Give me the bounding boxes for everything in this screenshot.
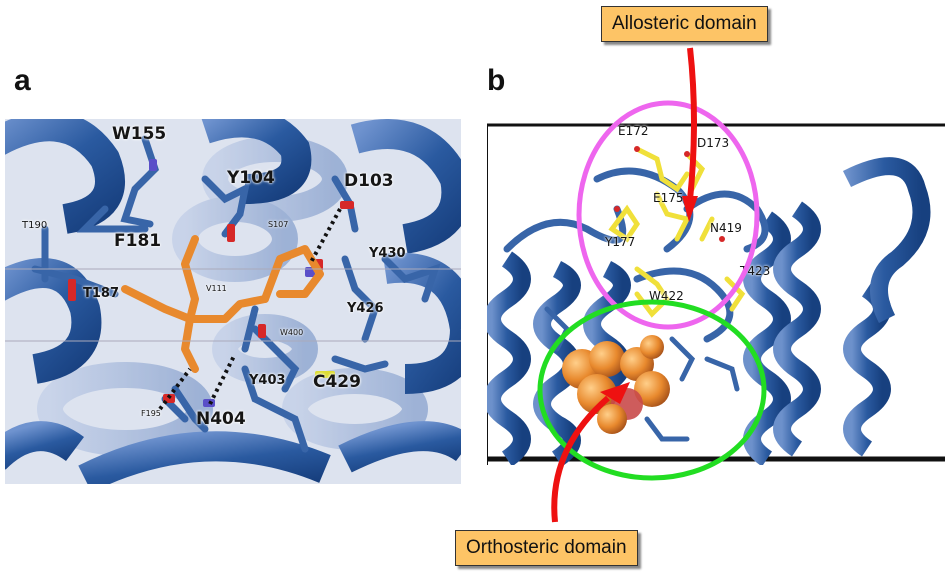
label-y177: Y177	[605, 235, 636, 249]
ligand	[121, 235, 324, 373]
sulfur-atom	[315, 371, 335, 378]
orthosteric-arrow-shaft	[551, 395, 610, 523]
allosteric-arrow-shaft	[687, 47, 697, 201]
helices-right	[743, 157, 931, 465]
label-d173: D173	[697, 136, 730, 150]
label-y426: Y426	[347, 301, 384, 316]
label-t187: T187	[83, 286, 120, 301]
label-f181: F181	[114, 231, 162, 251]
foreground-helices	[5, 119, 461, 484]
label-w400: W400	[280, 328, 304, 337]
label-v111: V111	[206, 284, 227, 293]
hydrogen-bonds	[158, 208, 342, 411]
label-y104: Y104	[227, 168, 275, 188]
allosteric-ring	[576, 100, 760, 330]
label-t190: T190	[22, 220, 48, 231]
orthosteric-domain-callout: Orthosteric domain	[455, 530, 638, 566]
label-c429: C429	[313, 372, 361, 392]
label-e175: E175	[653, 191, 684, 205]
orthosteric-arrow-head	[600, 382, 630, 404]
allosteric-oxygens	[614, 146, 725, 242]
label-y430: Y430	[369, 246, 406, 261]
side-chain-sticks	[31, 135, 441, 453]
label-e172: E172	[618, 124, 649, 138]
panel-a-structure	[5, 119, 461, 484]
orthosteric-ligand-spheres	[562, 335, 670, 434]
panel-a-binding-site: W155 Y104 D103 S107 T190 F181 Y430 T187 …	[5, 119, 461, 484]
label-n404: N404	[196, 409, 246, 429]
label-d103: D103	[344, 171, 394, 191]
panel-b-letter: b	[487, 64, 506, 97]
allosteric-domain-callout: Allosteric domain	[601, 6, 768, 42]
label-y403: Y403	[249, 373, 286, 388]
label-w422: W422	[649, 289, 684, 303]
label-n419: N419	[710, 221, 742, 235]
artifact-lines	[5, 268, 461, 342]
label-w155: W155	[112, 124, 167, 144]
label-s107: S107	[268, 220, 289, 229]
allosteric-arrow-head	[682, 196, 698, 222]
panel-a-letter: a	[14, 64, 31, 97]
orthosteric-ring	[537, 299, 767, 481]
panel-b-receptor-view: E172 D173 E175 Y177 N419 T423 W422	[487, 119, 945, 465]
label-f195: F195	[141, 409, 161, 418]
